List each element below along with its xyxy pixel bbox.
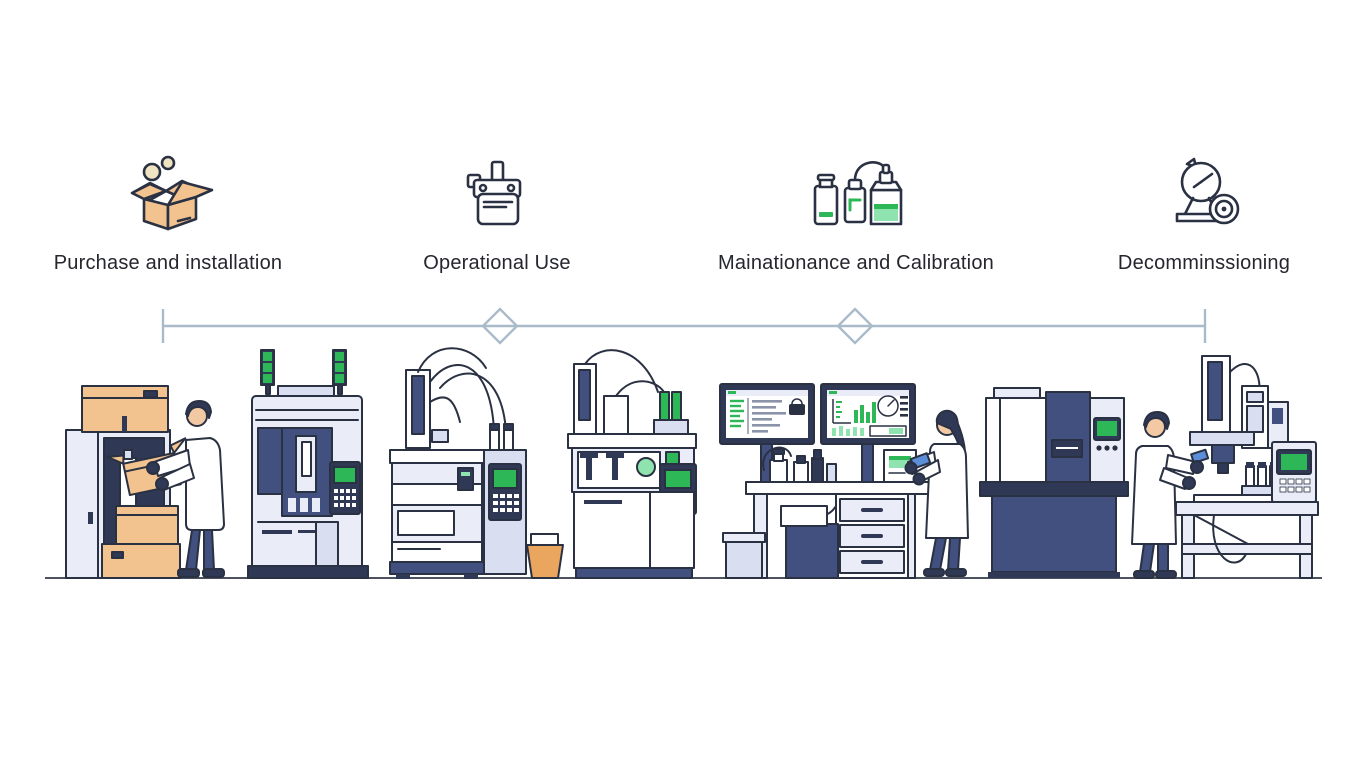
stage-label: Mainationance and Calibration: [718, 252, 994, 274]
analyzer-device-icon: [466, 160, 522, 226]
timeline-milestone-diamond: [481, 307, 519, 345]
scene-unpacking-installation: [65, 349, 369, 579]
drawer-unit: [835, 493, 909, 579]
cardboard-box-middle: [115, 505, 179, 545]
timeline-milestone-diamond: [836, 307, 874, 345]
monitor-data-log: [719, 383, 815, 483]
reagent-bottles-icon: [813, 161, 903, 226]
hanging-cable: [1212, 514, 1247, 564]
scene-operational-instruments: [389, 347, 697, 579]
scientist-at-desk: [904, 409, 969, 577]
technician-dismantling: [1131, 411, 1210, 579]
lock-icon: [789, 398, 805, 415]
analyzer-device-icon: [317, 158, 677, 234]
tall-analyzer: [247, 349, 369, 579]
bench-instrument: [1189, 355, 1299, 504]
monitor-dashboard: [820, 383, 916, 483]
stage-label: Purchase and installation: [53, 252, 283, 274]
cardboard-box-bottom: [101, 543, 181, 579]
open-box-icon: [130, 155, 214, 231]
lab-desk: [722, 481, 931, 579]
hplc-stack: [389, 347, 527, 579]
printer: [780, 505, 839, 579]
stage-purchase: Purchase and installation: [0, 155, 348, 275]
stage-label: Operational Use: [423, 252, 571, 274]
open-box-icon: [0, 155, 348, 234]
stack-light: [332, 349, 347, 395]
reagent-bottles-desk: [762, 446, 837, 483]
reagent-bottles-icon: [676, 158, 1036, 234]
stack-light: [260, 349, 275, 395]
stage-decommission: Decomminssioning: [1024, 157, 1365, 275]
bar-chart: [854, 402, 876, 423]
handheld-controller: [1271, 441, 1317, 503]
control-tower: [483, 423, 527, 575]
stage-operational: Operational Use: [317, 158, 677, 275]
pressure-gauge-icon: [1024, 157, 1365, 234]
instrument-bench: [1175, 355, 1319, 579]
boxy-analyzer: [979, 387, 1129, 578]
scene-monitoring-workstation: [719, 383, 969, 579]
timeline: [161, 307, 1207, 345]
waste-bin: [526, 533, 564, 579]
stage-label: Decomminssioning: [1117, 252, 1291, 274]
scene-decommissioning: [979, 355, 1319, 579]
stage-maintenance: Mainationance and Calibration: [676, 158, 1036, 275]
pressure-gauge-icon: [1175, 157, 1240, 225]
control-panel: [329, 461, 361, 515]
sample-prep-instrument: [567, 349, 697, 579]
technician-unpacking: [146, 400, 225, 578]
cardboard-box-top: [81, 385, 169, 433]
